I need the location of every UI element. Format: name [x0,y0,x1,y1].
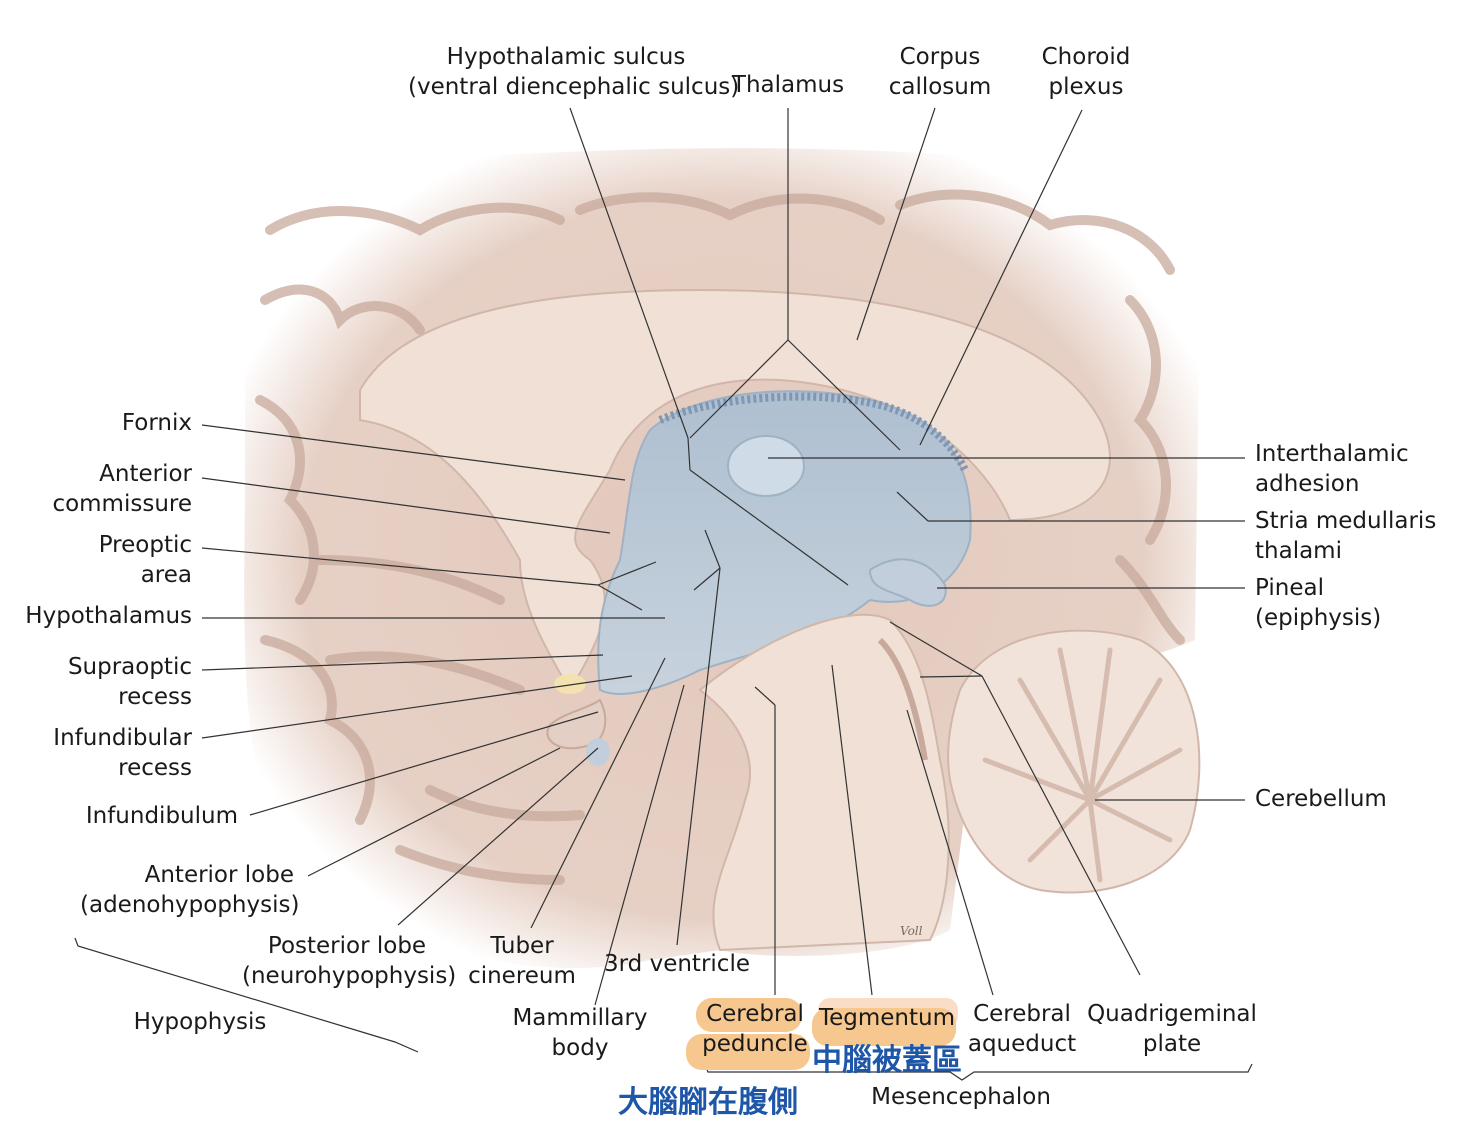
label-cerebellum: Cerebellum [1255,786,1387,812]
label-anterior-lobe: Anterior lobe(adenohypophysis) [80,862,300,918]
pineal-shape [868,558,947,607]
posterior-lobe-shape [586,738,610,766]
label-fornix: Fornix [121,410,192,436]
illustrator-signature: Voll [900,924,923,938]
hypophysis-shape [546,698,607,750]
tegmentum-highlight-bottom [812,1008,956,1046]
optic-chiasm-shape [554,674,586,694]
label-pineal: Pineal(epiphysis) [1255,575,1382,631]
label-third-ventricle: 3rd ventricle [604,951,750,977]
annotation-peduncle-zh: 大腦腳在腹側 [618,1085,798,1120]
cerebral-peduncle-highlight-bottom [686,1034,810,1070]
choroid-plexus-band [658,392,969,472]
label-hypophysis: Hypophysis [133,1009,267,1035]
label-mesencephalon: Mesencephalon [871,1084,1051,1110]
label-infundibulum: Infundibulum [85,803,238,829]
label-posterior-lobe: Posterior lobe(neurohypophysis) [242,933,457,989]
interthalamic-adhesion-shape [727,435,805,497]
annotation-tegmentum-zh: 中腦被蓋區 [812,1043,962,1078]
label-hypothalamic-sulcus: Hypothalamic sulcus(ventral diencephalic… [408,44,740,100]
cerebellum-shape [947,629,1201,894]
label-tegmentum: Tegmentum [818,1005,956,1031]
aqueduct-shape [877,637,928,761]
label-hypothalamus: Hypothalamus [25,603,192,629]
label-thalamus: Thalamus [731,72,845,98]
corpus-callosum-shape [359,288,1111,692]
cerebral-peduncle-highlight-top [696,998,802,1032]
leader-lines [74,107,1253,1081]
